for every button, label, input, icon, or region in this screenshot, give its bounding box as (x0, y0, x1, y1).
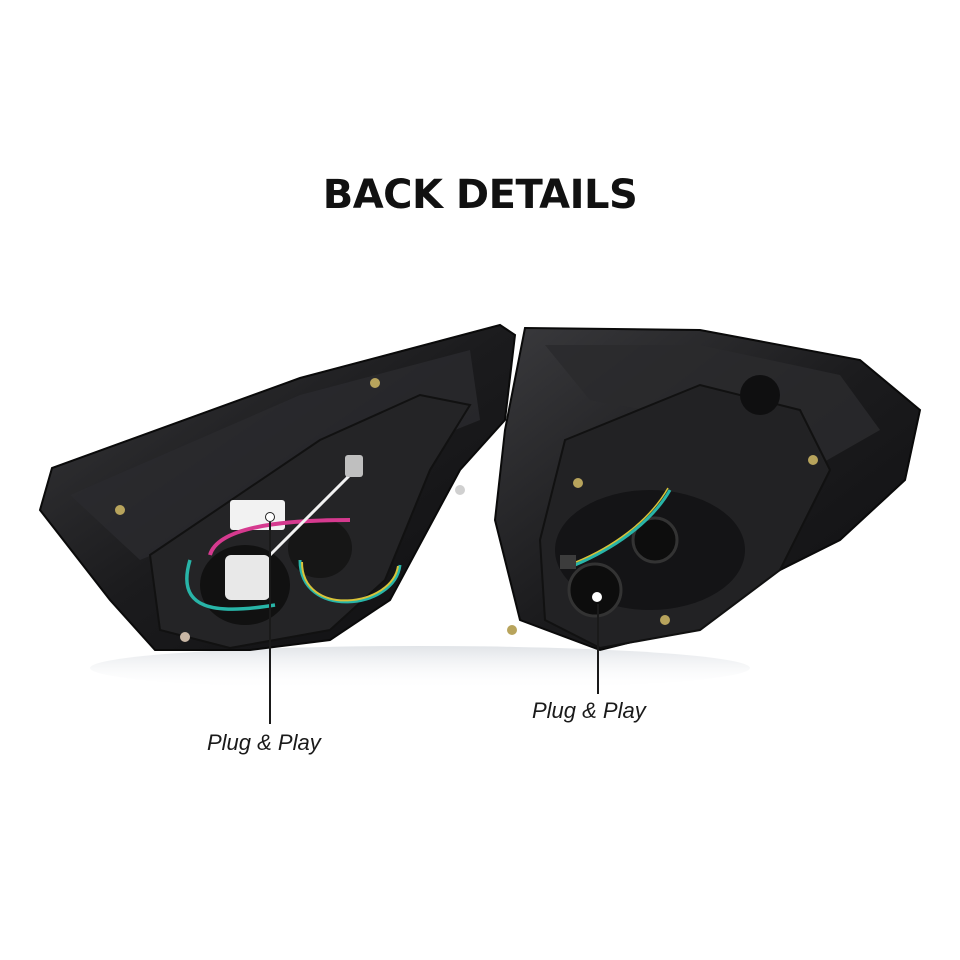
callout-left-marker (265, 512, 275, 522)
callout-left-label: Plug & Play (207, 730, 321, 755)
left-tail-light (38, 323, 517, 651)
right-tail-light (493, 326, 922, 652)
callout-left-line (269, 522, 271, 724)
page-title: BACK DETAILS (322, 172, 638, 218)
callout-right-line (597, 604, 599, 694)
floor-reflection (90, 646, 750, 690)
callout-right-label: Plug & Play (532, 698, 646, 723)
